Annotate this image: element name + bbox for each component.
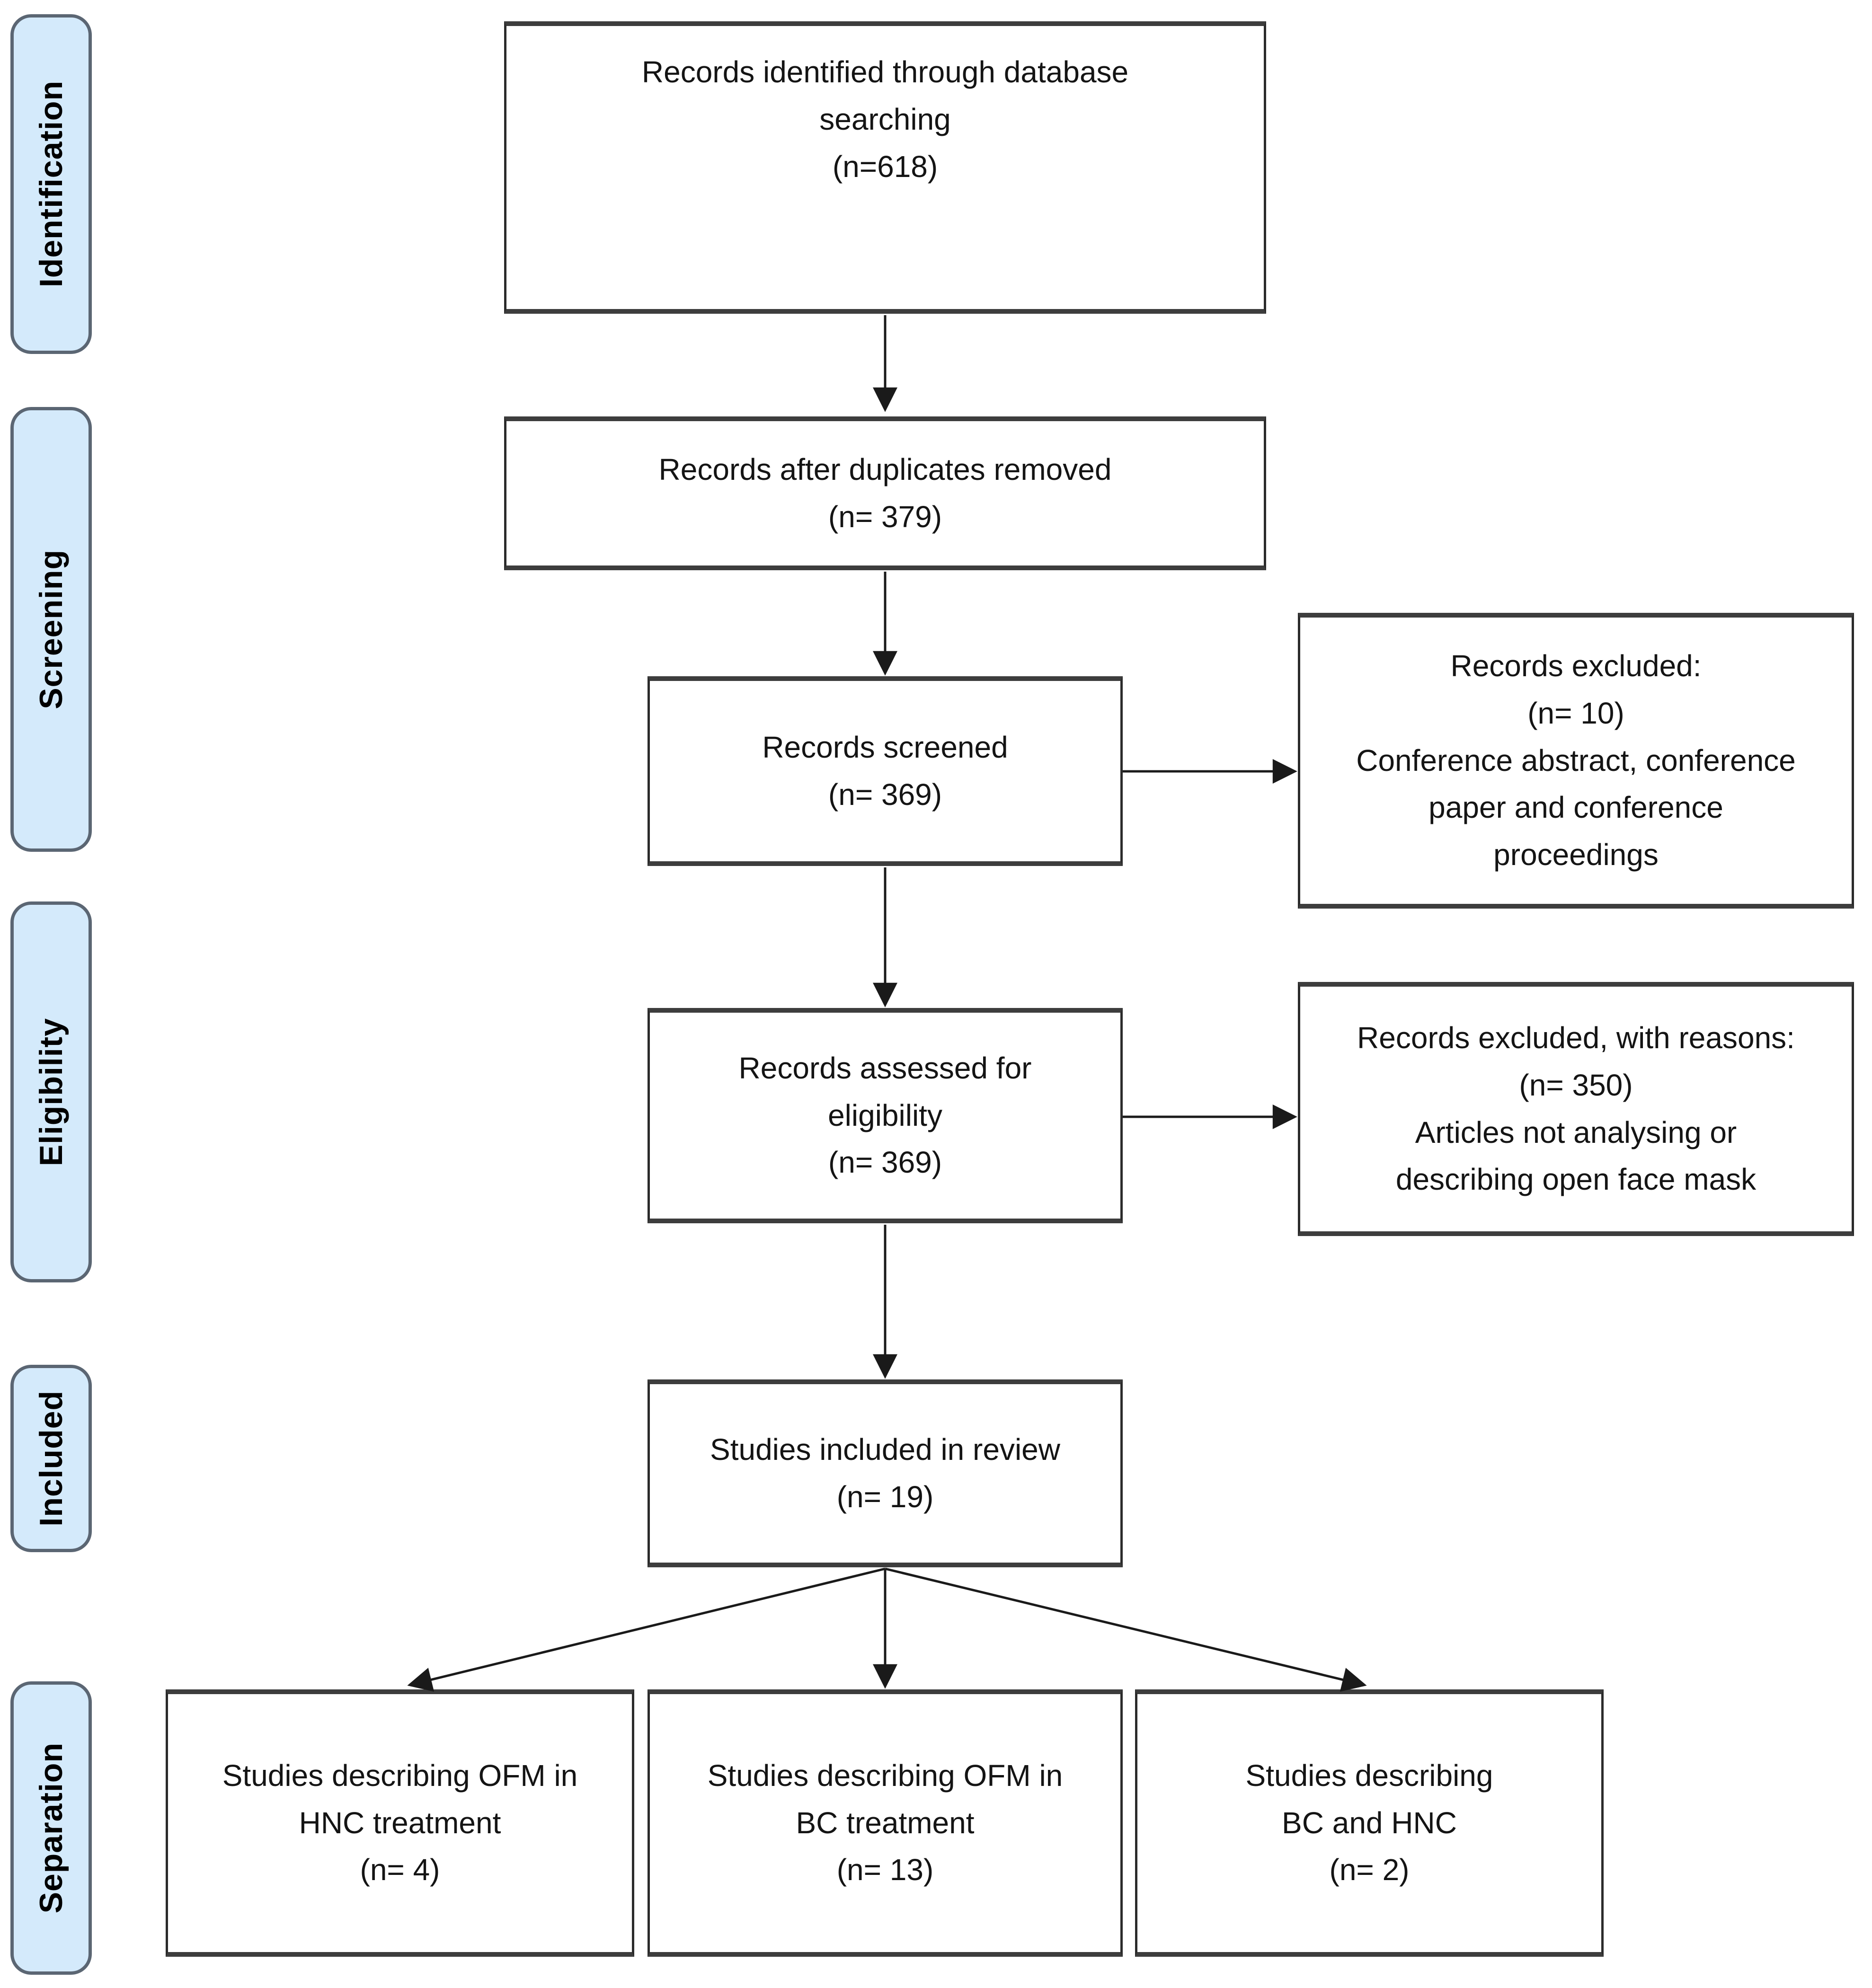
box-studies-bc-and-hnc: Studies describing BC and HNC (n= 2): [1135, 1689, 1604, 1957]
arrow-included-to-bc-hnc: [885, 1567, 1367, 1692]
stage-label-text: Included: [33, 1390, 69, 1527]
box-text: Studies describing BC and HNC (n= 2): [1245, 1758, 1493, 1887]
stage-label-included: Included: [10, 1365, 92, 1552]
box-records-excluded: Records excluded: (n= 10) Conference abs…: [1298, 613, 1854, 909]
stage-label-text: Eligibility: [33, 1017, 69, 1166]
box-text: Records screened (n= 369): [762, 730, 1008, 812]
stage-label-identification: Identification: [10, 14, 92, 354]
box-studies-ofm-hnc: Studies describing OFM in HNC treatment …: [166, 1689, 634, 1957]
box-text: Records assessed for eligibility (n= 369…: [738, 1051, 1032, 1180]
arrow-included-to-hnc: [407, 1567, 886, 1692]
stage-label-text: Identification: [33, 80, 69, 288]
box-studies-included-review: Studies included in review (n= 19): [648, 1379, 1123, 1567]
box-text: Records identified through database sear…: [641, 55, 1129, 184]
stage-label-screening: Screening: [10, 407, 92, 852]
box-text: Records after duplicates removed (n= 379…: [658, 452, 1112, 534]
box-records-assessed-eligibility: Records assessed for eligibility (n= 369…: [648, 1008, 1123, 1223]
stage-label-text: Separation: [33, 1742, 69, 1914]
box-text: Studies describing OFM in BC treatment (…: [707, 1758, 1063, 1887]
box-records-excluded-with-reasons: Records excluded, with reasons: (n= 350)…: [1298, 982, 1854, 1236]
box-text: Studies describing OFM in HNC treatment …: [222, 1758, 578, 1887]
box-text: Records excluded: (n= 10) Conference abs…: [1356, 648, 1796, 872]
box-records-screened: Records screened (n= 369): [648, 676, 1123, 866]
box-studies-ofm-bc: Studies describing OFM in BC treatment (…: [648, 1689, 1123, 1957]
box-text: Records excluded, with reasons: (n= 350)…: [1357, 1020, 1795, 1197]
box-records-identified: Records identified through database sear…: [504, 21, 1266, 314]
box-text: Studies included in review (n= 19): [710, 1432, 1060, 1514]
stage-label-eligibility: Eligibility: [10, 901, 92, 1282]
stage-label-separation: Separation: [10, 1681, 92, 1975]
box-records-after-duplicates: Records after duplicates removed (n= 379…: [504, 416, 1266, 570]
stage-label-text: Screening: [33, 549, 69, 709]
